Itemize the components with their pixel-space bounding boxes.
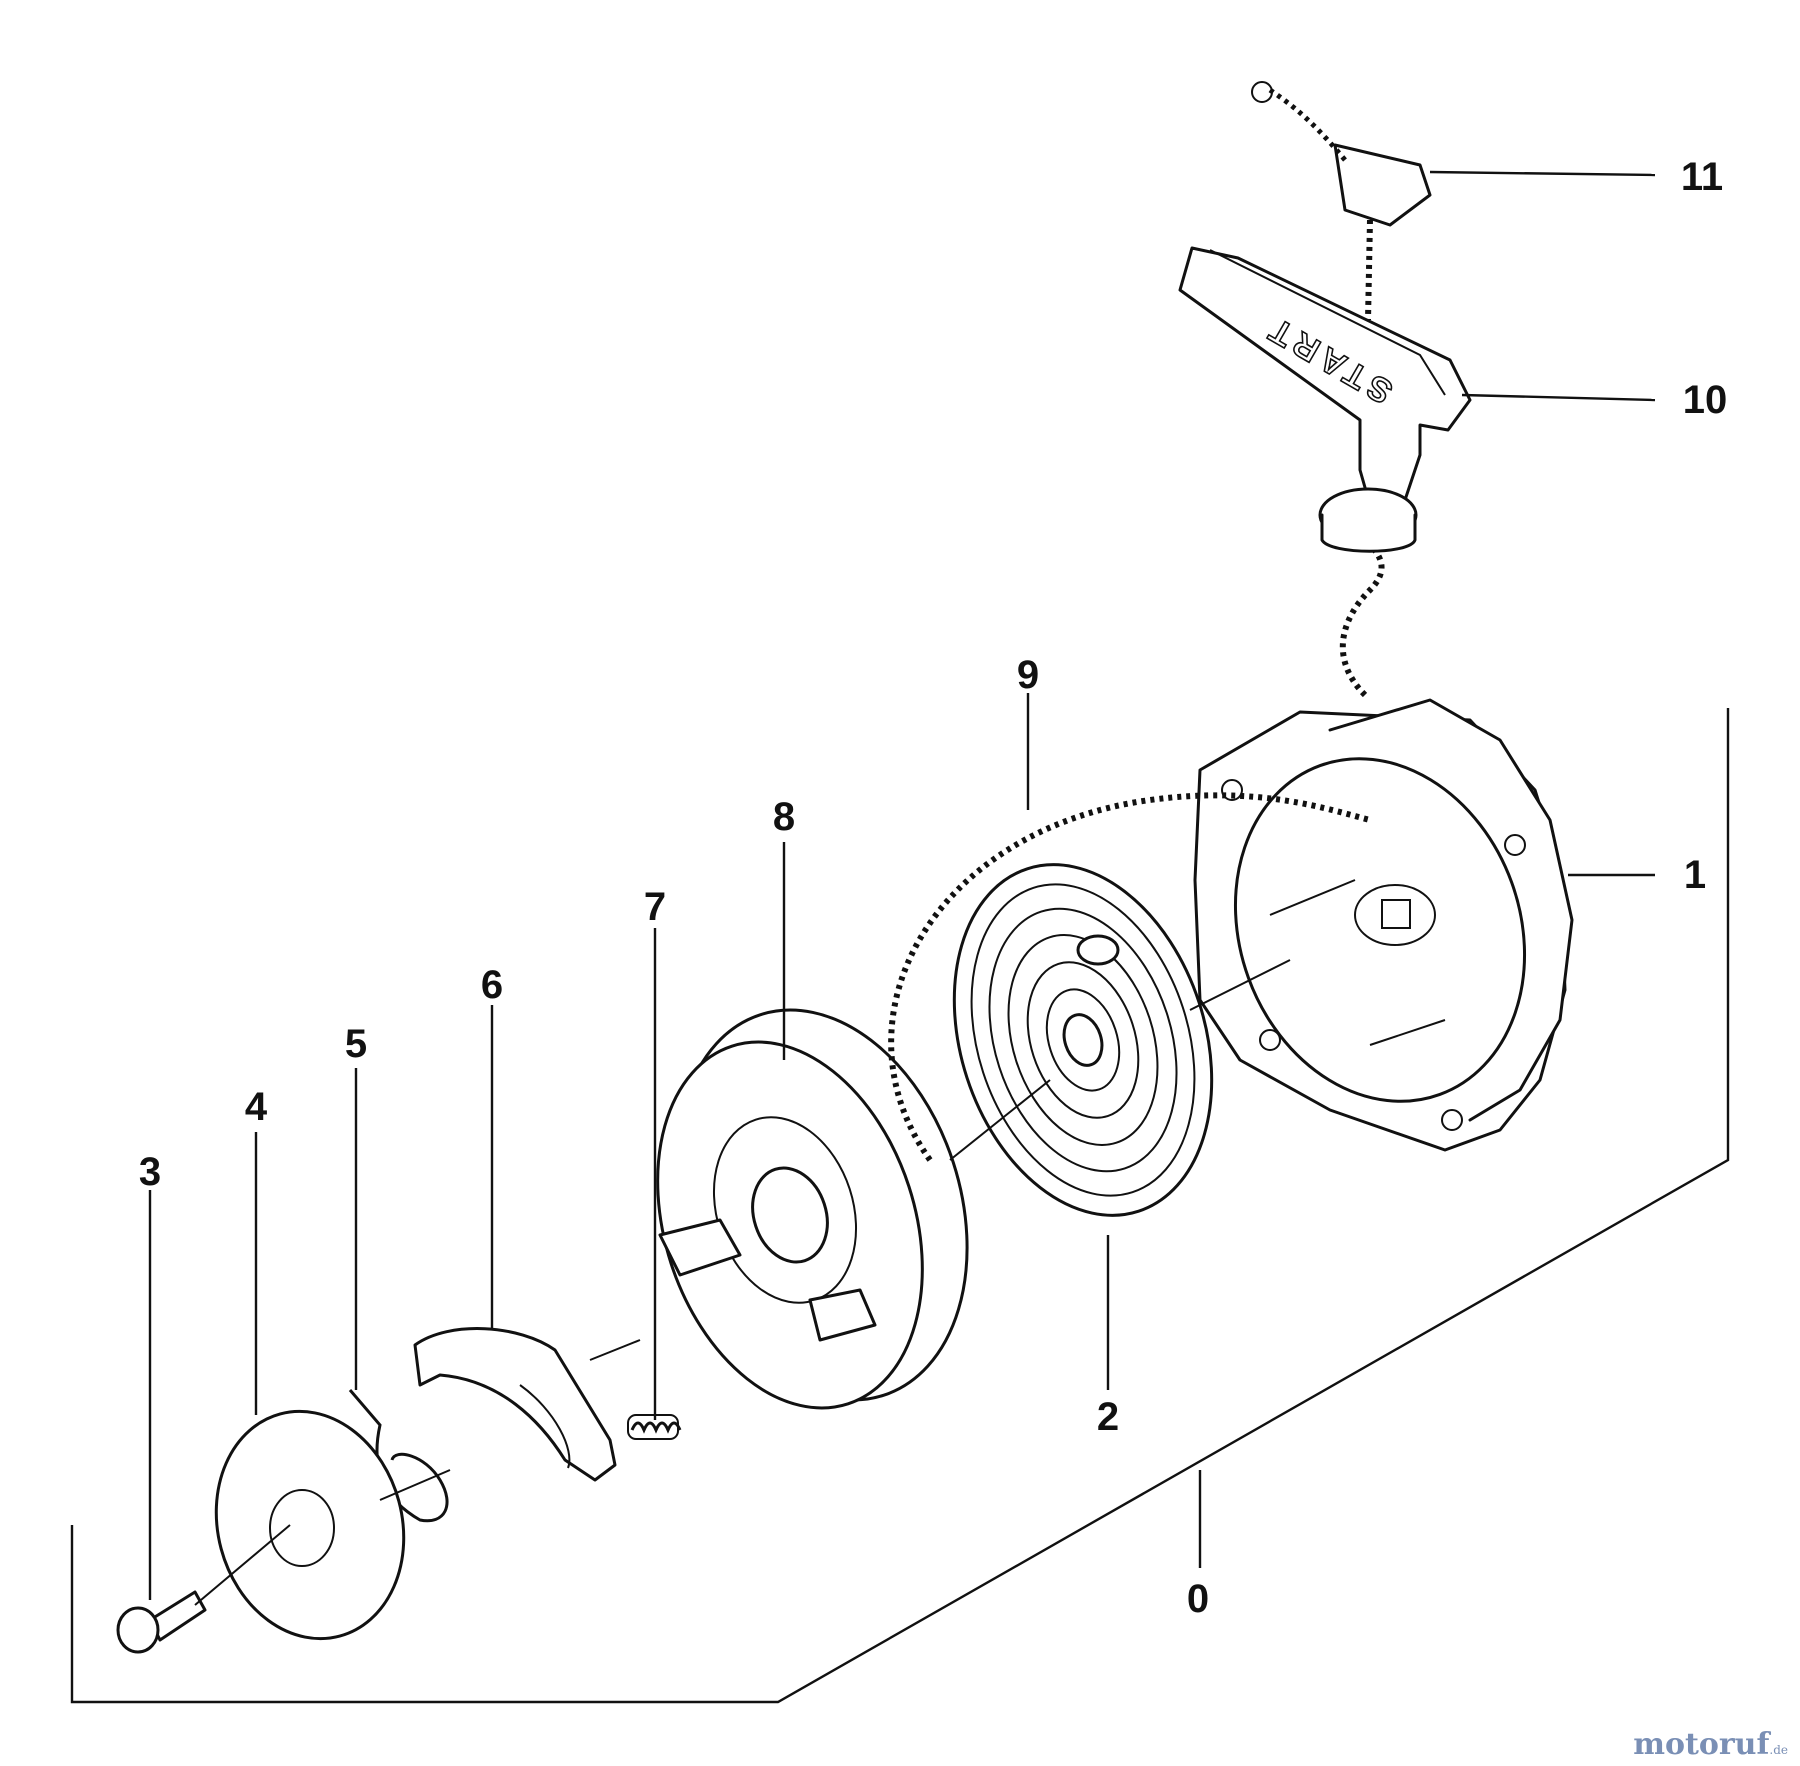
- part-1-starter-housing: [1193, 698, 1574, 1152]
- assembly-axis-lines: [194, 959, 1291, 1606]
- callout-numbers: 0 1 2 3 4 5 6 7 8 9 10 11: [139, 155, 1727, 1621]
- part-9-starter-rope: [888, 542, 1385, 1162]
- callout-8: 8: [773, 795, 795, 839]
- part-4-washer: [214, 1409, 406, 1641]
- watermark-suffix: .de: [1769, 1743, 1788, 1757]
- callout-3: 3: [139, 1150, 161, 1194]
- callout-6: 6: [481, 963, 503, 1007]
- part-3-screw: [116, 1590, 207, 1654]
- watermark-logo: motoruf.de: [1633, 1727, 1788, 1762]
- callout-5: 5: [345, 1022, 367, 1066]
- callout-9: 9: [1017, 653, 1039, 697]
- callout-1: 1: [1684, 853, 1706, 897]
- assembly-bracket: [70, 708, 1730, 1704]
- callout-10: 10: [1683, 378, 1728, 422]
- callout-7: 7: [644, 885, 666, 929]
- callout-2: 2: [1097, 1395, 1119, 1439]
- callout-4: 4: [245, 1085, 268, 1129]
- part-6-ratchet-pawl: [413, 1327, 617, 1482]
- leader-lines: [148, 170, 1656, 1600]
- part-8-pulley: [656, 1008, 969, 1410]
- part-11-rope-clip: [1251, 81, 1432, 321]
- part-7-pawl-spring: [627, 1414, 682, 1440]
- part-2-recoil-spring: [952, 863, 1214, 1217]
- callout-0: 0: [1187, 1577, 1209, 1621]
- watermark-brand: motoruf: [1633, 1727, 1770, 1762]
- part-10-start-handle: START: [1178, 246, 1472, 553]
- callout-11: 11: [1681, 155, 1723, 199]
